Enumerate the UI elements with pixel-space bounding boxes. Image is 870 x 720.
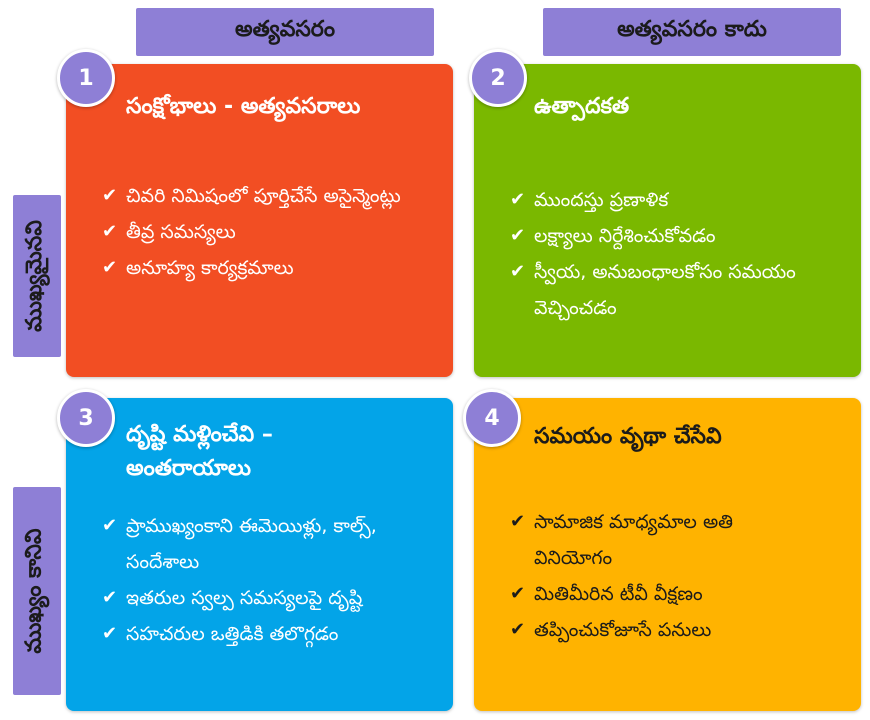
list-item: ✔ అనూహ్య కార్యక్రమాలు bbox=[102, 250, 413, 286]
checkmark-icon: ✔ bbox=[102, 221, 118, 242]
list-item: ✔ ప్రాముఖ్యంకాని ఈమెయిళ్లు, కాల్స్, సందేశ… bbox=[102, 508, 423, 580]
list-item: ✔ లక్ష్యాలు నిర్దేశించుకోవడం bbox=[510, 218, 801, 254]
checkmark-icon: ✔ bbox=[510, 511, 526, 532]
quadrant-2-number-badge: 2 bbox=[469, 49, 527, 107]
checkmark-icon: ✔ bbox=[510, 189, 526, 210]
checkmark-icon: ✔ bbox=[102, 257, 118, 278]
column-header-urgent: అత్యవసరం bbox=[136, 8, 434, 56]
row-header-not-important: ముఖ్యం కానివి bbox=[13, 487, 61, 695]
quadrant-4-number-badge: 4 bbox=[463, 389, 521, 447]
list-item: ✔ చివరి నిమిషంలో పూర్తిచేసే అసైన్మెంట్లు bbox=[102, 178, 413, 214]
quadrant-1-title: సంక్షోభాలు - అత్యవసరాలు bbox=[126, 94, 361, 119]
checkmark-icon: ✔ bbox=[102, 185, 118, 206]
quadrant-3-list: ✔ ప్రాముఖ్యంకాని ఈమెయిళ్లు, కాల్స్, సందేశ… bbox=[102, 508, 423, 652]
quadrant-4-title: సమయం వృథా చేసేవి bbox=[534, 424, 722, 449]
checkmark-icon: ✔ bbox=[102, 587, 118, 608]
quadrant-3-number-badge: 3 bbox=[57, 389, 115, 447]
quadrant-4-list: ✔ సామాజిక మాధ్యమాల అతి వినియోగం ✔ మితిమీరి… bbox=[510, 504, 791, 648]
checkmark-icon: ✔ bbox=[510, 225, 526, 246]
list-item: ✔ ముందస్తు ప్రణాళిక bbox=[510, 182, 801, 218]
checkmark-icon: ✔ bbox=[510, 261, 526, 282]
list-item-text: ముందస్తు ప్రణాళిక bbox=[534, 189, 669, 211]
quadrant-3-title: దృష్టి మళ్లించేవి – అంతరాయాలు bbox=[126, 422, 273, 481]
row-header-not-important-label: ముఖ్యం కానివి bbox=[22, 528, 48, 654]
list-item-text: ప్రాముఖ్యంకాని ఈమెయిళ్లు, కాల్స్, సందేశా… bbox=[126, 515, 377, 573]
column-header-not-urgent: అత్యవసరం కాదు bbox=[543, 8, 841, 56]
list-item-text: అనూహ్య కార్యక్రమాలు bbox=[126, 257, 294, 279]
checkmark-icon: ✔ bbox=[510, 619, 526, 640]
quadrant-2-list: ✔ ముందస్తు ప్రణాళిక ✔ లక్ష్యాలు నిర్దేశించ… bbox=[510, 182, 801, 326]
list-item: ✔ సామాజిక మాధ్యమాల అతి వినియోగం bbox=[510, 504, 791, 576]
list-item-text: సహచరుల ఒత్తిడికి తలొగ్గడం bbox=[126, 623, 339, 645]
quadrant-2: ఉత్పాదకత ✔ ముందస్తు ప్రణాళిక ✔ లక్ష్యాలు న… bbox=[474, 64, 861, 377]
list-item-text: మితిమీరిన టీవీ వీక్షణం bbox=[534, 583, 703, 605]
checkmark-icon: ✔ bbox=[510, 583, 526, 604]
quadrant-4: సమయం వృథా చేసేవి ✔ సామాజిక మాధ్యమాల అతి వ… bbox=[474, 398, 861, 711]
quadrant-1-number-badge: 1 bbox=[57, 49, 115, 107]
quadrant-1-list: ✔చివరి నిమిషంలో పూర్తిచేసే అసైన్మెంట్లు … bbox=[102, 178, 413, 286]
list-item-text: స్వీయ, అనుబంధాలకోసం సమయం వెచ్చించడం bbox=[534, 261, 796, 319]
checkmark-icon: ✔ bbox=[102, 515, 118, 536]
list-item: ✔ ఇతరుల స్వల్ప సమస్యలపై దృష్టి bbox=[102, 580, 423, 616]
row-header-important-label: ముఖ్యమైనవి bbox=[22, 220, 48, 332]
list-item: ✔ సహచరుల ఒత్తిడికి తలొగ్గడం bbox=[102, 616, 423, 652]
list-item: ✔ తప్పించుకోజూసే పనులు bbox=[510, 612, 791, 648]
quadrant-2-title: ఉత్పాదకత bbox=[534, 94, 630, 119]
quadrant-1: సంక్షోభాలు - అత్యవసరాలు ✔ చివరి నిమిషంలో … bbox=[66, 64, 453, 377]
list-item: ✔ తీవ్ర సమస్యలు bbox=[102, 214, 413, 250]
checkmark-icon: ✔ bbox=[102, 623, 118, 644]
list-item: ✔ మితిమీరిన టీవీ వీక్షణం bbox=[510, 576, 791, 612]
quadrant-3: దృష్టి మళ్లించేవి – అంతరాయాలు ✔ ప్రాముఖ్య… bbox=[66, 398, 453, 711]
list-item-text: లక్ష్యాలు నిర్దేశించుకోవడం bbox=[534, 225, 716, 247]
list-item-text: తప్పించుకోజూసే పనులు bbox=[534, 619, 712, 641]
list-item-text: ఇతరుల స్వల్ప సమస్యలపై దృష్టి bbox=[126, 587, 363, 609]
list-item: ✔ స్వీయ, అనుబంధాలకోసం సమయం వెచ్చించడం bbox=[510, 254, 801, 326]
list-item-text: సామాజిక మాధ్యమాల అతి వినియోగం bbox=[534, 511, 734, 569]
row-header-important: ముఖ్యమైనవి bbox=[13, 195, 61, 357]
list-item-text: తీవ్ర సమస్యలు bbox=[126, 221, 236, 243]
list-item-text: చివరి నిమిషంలో పూర్తిచేసే అసైన్మెంట్లు bbox=[126, 185, 401, 207]
